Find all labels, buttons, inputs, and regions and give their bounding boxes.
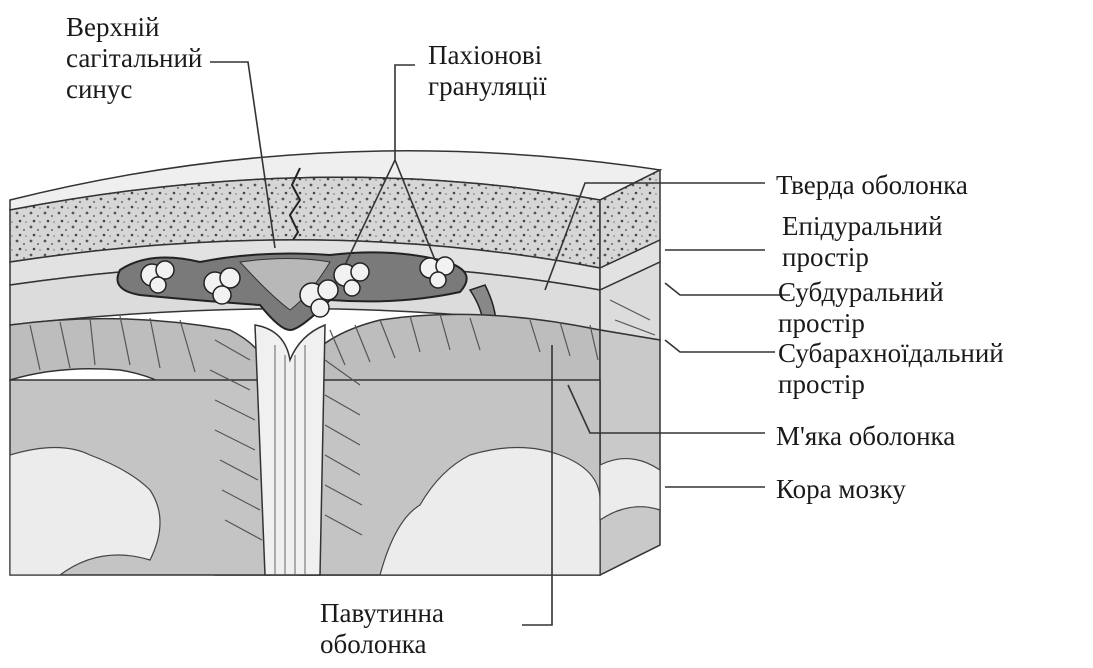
leader-subdural [665,283,790,295]
label-subdural: Субдуральний простір [778,277,944,339]
label-sagittal-sinus: Верхній сагітальний синус [66,12,202,105]
label-epidural: Епідуральний простір [782,211,943,273]
label-pia: М'яка оболонка [776,421,955,452]
leader-subarachnoid [665,340,775,352]
falx [255,325,325,575]
label-pacchionian: Пахіонові грануляції [428,40,547,102]
label-dura: Тверда оболонка [776,170,968,201]
label-subarachnoid: Субарахноїдальний простір [778,338,1004,400]
cortex-side [600,330,660,575]
label-arachnoid: Павутинна оболонка [320,598,444,660]
label-cortex: Кора мозку [776,474,906,505]
